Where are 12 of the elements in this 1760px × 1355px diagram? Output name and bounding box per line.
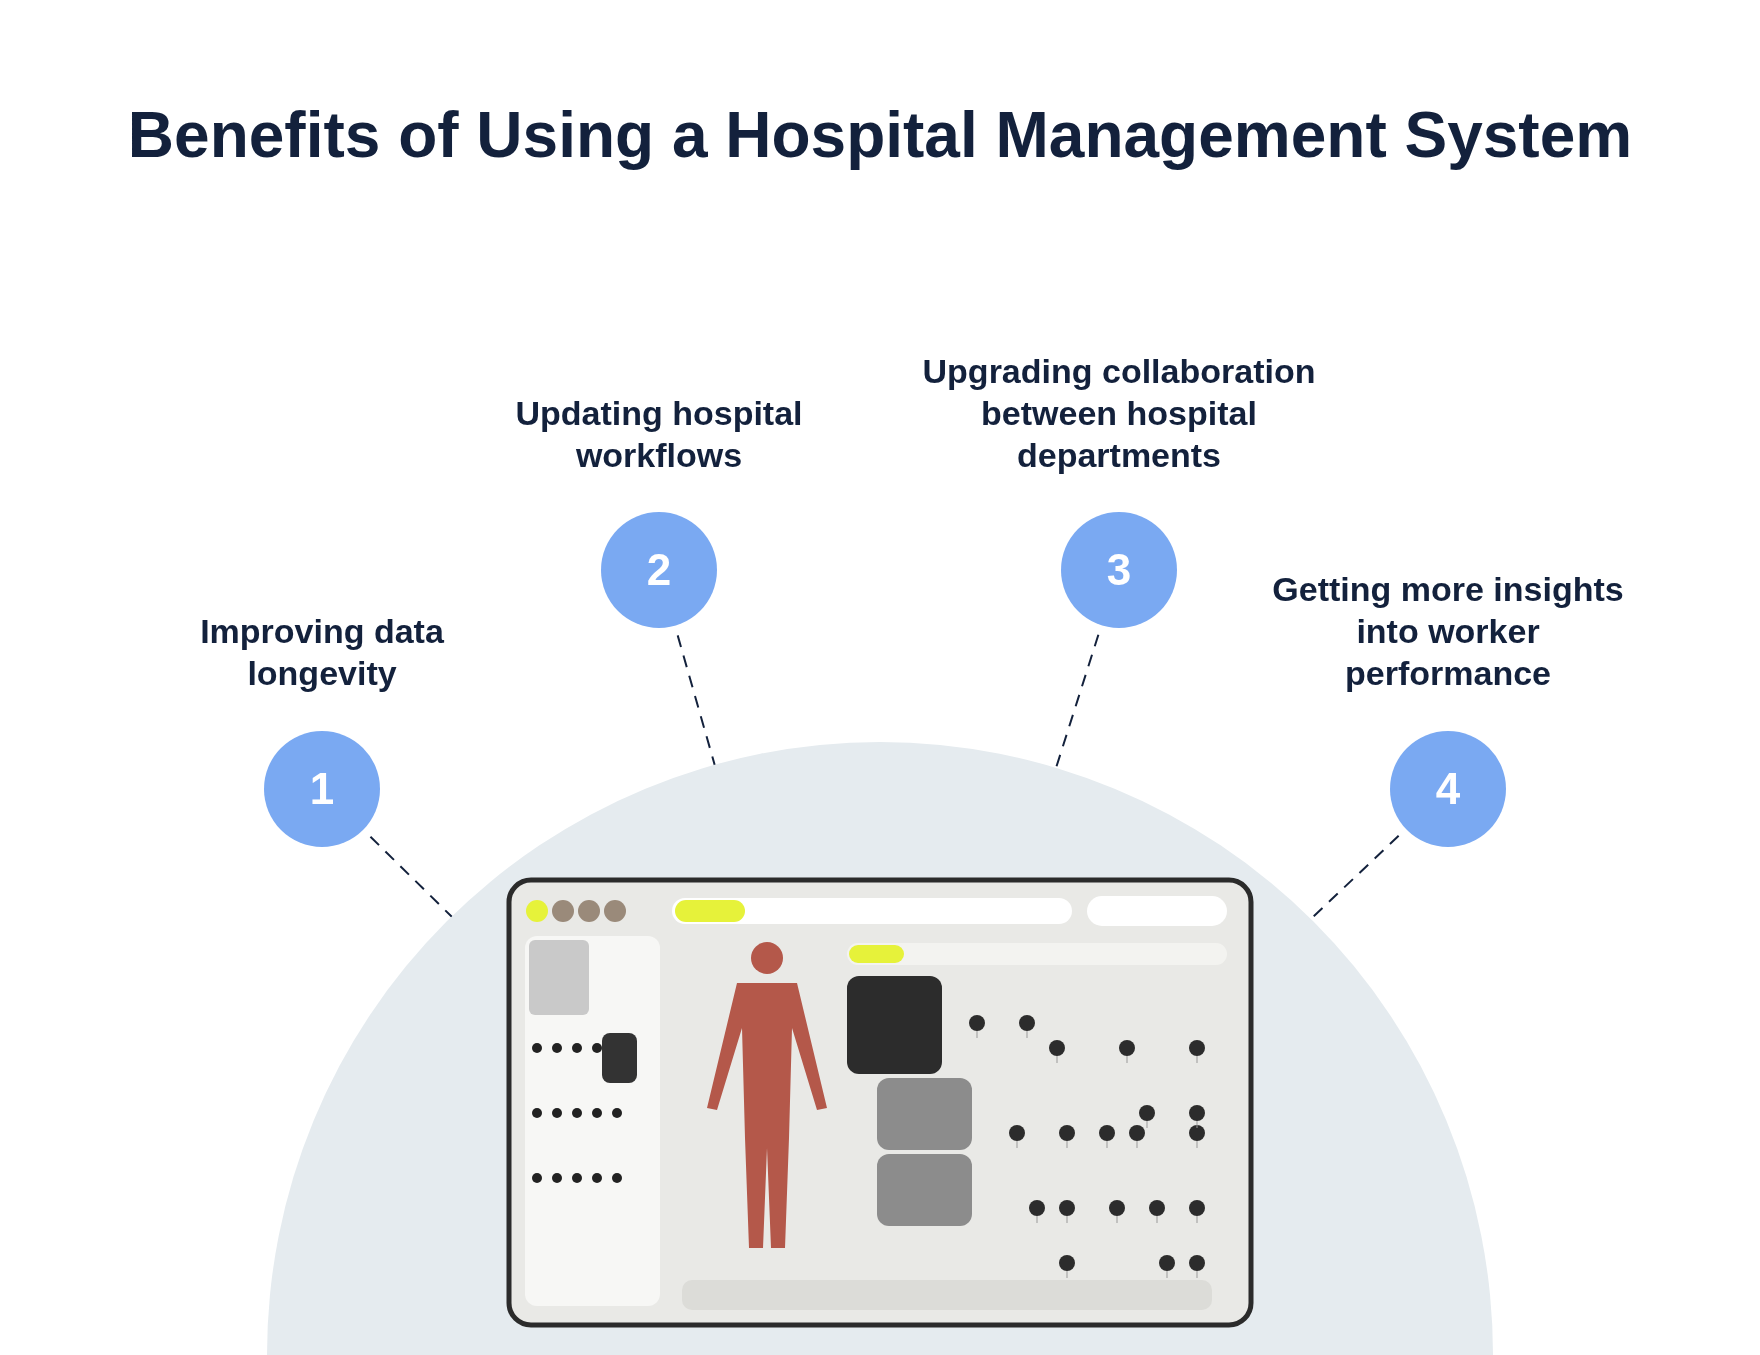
title: Benefits of Using a Hospital Management System <box>126 98 1634 173</box>
number-circle: 3 <box>1061 512 1177 628</box>
number-circle: 1 <box>264 731 380 847</box>
benefit-heading: Upgrading collaboration between hospital departments <box>921 351 1317 476</box>
number-circle: 4 <box>1390 731 1506 847</box>
benefit-heading: Updating hospital workflows <box>514 393 804 476</box>
leader-line <box>1054 633 1100 770</box>
leader-line <box>369 835 454 919</box>
benefit-heading: Improving data longevity <box>199 611 445 694</box>
benefit-heading: Getting more insights into worker performance <box>1271 569 1625 694</box>
leader-line <box>676 634 716 767</box>
number-circle: 2 <box>601 512 717 628</box>
